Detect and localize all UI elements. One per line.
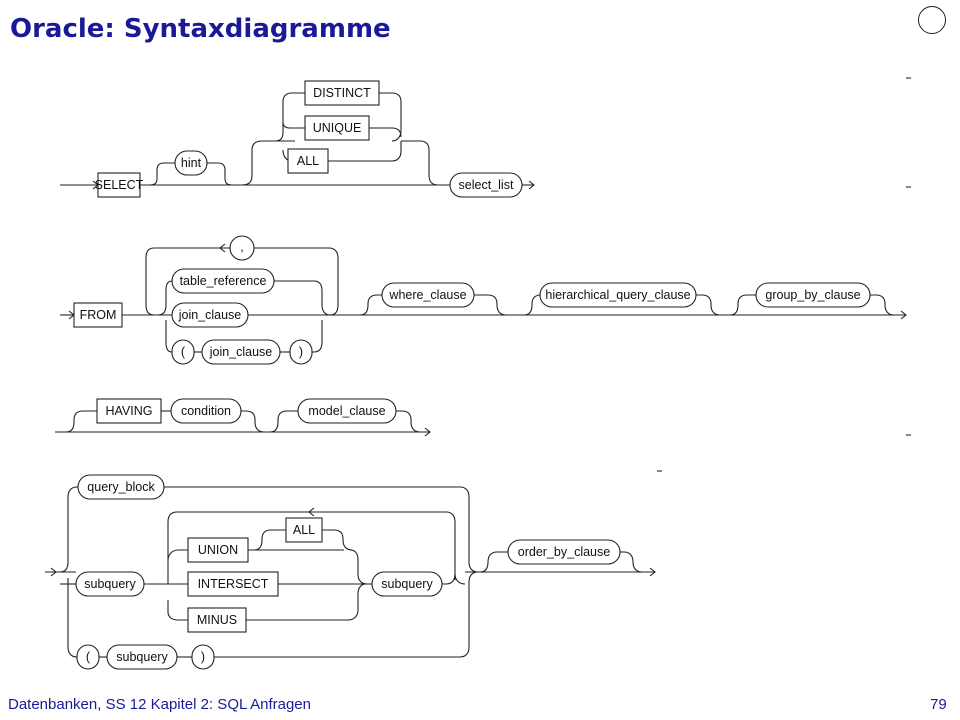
page-number: 79 (930, 696, 947, 713)
where-clause-label: where_clause (388, 288, 466, 302)
order-by-clause-label: order_by_clause (518, 545, 610, 559)
page-title: Oracle: Syntaxdiagramme (10, 14, 391, 44)
hierarchical-query-clause-label: hierarchical_query_clause (545, 288, 690, 302)
subquery-label: subquery (84, 577, 136, 591)
model-clause-label: model_clause (308, 404, 385, 418)
intersect-keyword: INTERSECT (198, 577, 269, 591)
query-block-label: query_block (87, 480, 155, 494)
syntax-diagrams: SELECT hint DISTINCT UNIQUE ALL select_l… (45, 77, 911, 670)
all-union-box (285, 517, 323, 543)
subquery-right-label: subquery (381, 577, 433, 591)
footer-text: Datenbanken, SS 12 Kapitel 2: SQL Anfrag… (8, 696, 311, 713)
select-keyword-box (97, 172, 141, 198)
paren-close-label: ) (299, 345, 303, 359)
minus-keyword: MINUS (197, 613, 237, 627)
join-clause-2-label: join_clause (209, 345, 273, 359)
subquery-paren-label: subquery (116, 650, 168, 664)
from-diagram: FROM , table_reference join_clause ( joi… (60, 235, 907, 365)
trailing-marks (657, 77, 911, 472)
unique-keyword: UNIQUE (313, 121, 362, 135)
minus-keyword-box (187, 607, 247, 633)
all-keyword: ALL (297, 154, 319, 168)
comma-label: , (240, 240, 243, 254)
hint-label: hint (181, 156, 202, 170)
union-keyword: UNION (198, 543, 238, 557)
hint-box (174, 150, 208, 176)
comma-box (229, 235, 255, 261)
having-keyword: HAVING (106, 404, 153, 418)
from-keyword: FROM (80, 308, 117, 322)
select-diagram: SELECT hint DISTINCT UNIQUE ALL select_l… (60, 80, 535, 198)
having-diagram: HAVING condition model_clause (55, 398, 431, 437)
condition-label: condition (181, 404, 231, 418)
join-clause-label: join_clause (178, 308, 242, 322)
distinct-keyword: DISTINCT (313, 86, 371, 100)
query-diagram: query_block subquery UNION INTERSECT MIN… (45, 474, 656, 670)
circle-icon (918, 6, 946, 34)
from-keyword-box (73, 302, 123, 328)
paren-close-query-label: ) (201, 650, 205, 664)
unique-box (304, 115, 370, 141)
select-list-label: select_list (459, 178, 514, 192)
distinct-box (304, 80, 380, 106)
paren-open-label: ( (181, 345, 186, 359)
paren-open-query-label: ( (86, 650, 91, 664)
all-box (287, 148, 329, 174)
select-keyword: SELECT (95, 178, 144, 192)
table-reference-label: table_reference (180, 274, 267, 288)
all-union-keyword: ALL (293, 523, 315, 537)
having-keyword-box (96, 398, 162, 424)
group-by-clause-label: group_by_clause (765, 288, 860, 302)
